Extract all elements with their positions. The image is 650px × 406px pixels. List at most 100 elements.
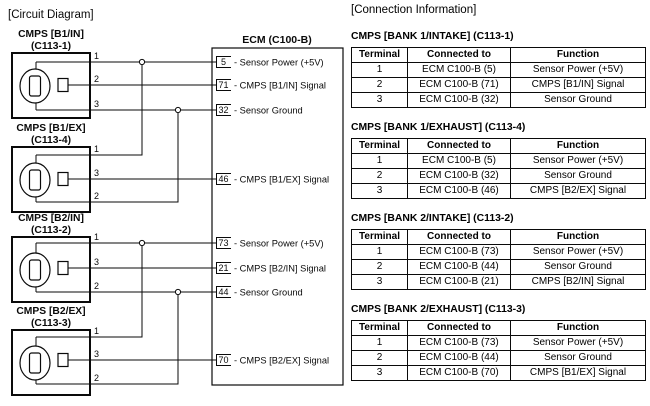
connection-table: Terminal Connected to Function 1 ECM C10… [351,47,646,108]
connector-name: CMPS [B2/EX] [16,306,85,317]
connector-cmps-b1-ex: CMPS [B1/EX] (C113-4) 1 3 2 [11,123,99,213]
ecm-pin-marker [216,286,231,298]
ecm-pin-number: 71 [218,80,228,90]
sensor-symbol-element [28,75,42,97]
table-row: 3 ECM C100-B (21) CMPS [B2/IN] Signal [351,274,646,290]
connector-name: CMPS [B1/EX] [16,123,85,134]
pin-number: 3 [94,99,99,109]
connector-housing [11,329,91,396]
terminal-cell: 2 [351,77,408,93]
pin-number: 1 [94,232,99,242]
connected-to-cell: ECM C100-B (44) [407,350,511,366]
circuit-diagram: [Circuit Diagram] CMPS [B1/IN] (C113-1) … [8,9,344,396]
connection-table-block-bank1-intake: CMPS [BANK 1/INTAKE] (C113-1) Terminal C… [351,31,646,108]
col-header-function: Function [510,229,646,245]
table-row: 2 ECM C100-B (44) Sensor Ground [351,350,646,366]
function-cell: Sensor Ground [510,259,646,275]
connected-to-cell: ECM C100-B (70) [407,365,511,381]
ecm-pin-label: - CMPS [B2/EX] Signal [234,355,329,365]
connector-terminal-symbol [57,352,69,368]
col-header-terminal: Terminal [351,47,408,63]
function-cell: Sensor Power (+5V) [510,153,646,169]
terminal-cell: 1 [351,335,408,351]
ecm-pin-marker [216,79,231,91]
ecm-pin-label: - Sensor Ground [234,287,303,297]
ecm-pin-label: - Sensor Ground [234,105,303,115]
ecm-pin-label: - Sensor Power (+5V) [234,238,324,248]
ecm-pin-label: - CMPS [B1/EX] Signal [234,174,329,184]
table-header-row: Terminal Connected to Function [351,47,646,63]
pin-number: 2 [94,74,99,84]
terminal-cell: 2 [351,168,408,184]
connected-to-cell: ECM C100-B (44) [407,259,511,275]
connector-housing [11,146,91,213]
connected-to-cell: ECM C100-B (21) [407,274,511,290]
connector-housing [11,52,91,119]
table-title: CMPS [BANK 2/EXHAUST] (C113-3) [351,304,526,315]
table-row: 2 ECM C100-B (71) CMPS [B1/IN] Signal [351,77,646,93]
function-cell: Sensor Ground [510,92,646,108]
col-header-function: Function [510,47,646,63]
connector-code: (C113-2) [31,225,71,236]
connector-cmps-b2-in: CMPS [B2/IN] (C113-2) 1 3 2 [11,213,99,303]
terminal-cell: 1 [351,153,408,169]
ecm-pin-marker [216,237,231,249]
connected-to-cell: ECM C100-B (46) [407,183,511,199]
ecm-pin-label: - Sensor Power (+5V) [234,57,324,67]
ecm-pin-marker [216,56,231,68]
circuit-section-title: [Circuit Diagram] [8,9,94,21]
connection-table-block-bank2-intake: CMPS [BANK 2/INTAKE] (C113-2) Terminal C… [351,213,646,290]
table-header-row: Terminal Connected to Function [351,320,646,336]
wiring-harness [36,58,217,385]
junction-dot [174,106,182,114]
table-row: 3 ECM C100-B (46) CMPS [B2/EX] Signal [351,183,646,199]
sensor-symbol-circle [19,345,51,381]
table-row: 1 ECM C100-B (73) Sensor Power (+5V) [351,335,646,351]
connector-name: CMPS [B2/IN] [18,213,84,224]
pin-number: 2 [94,373,99,383]
connector-name: CMPS [B1/IN] [18,29,84,40]
connection-table: Terminal Connected to Function 1 ECM C10… [351,229,646,290]
function-cell: CMPS [B2/IN] Signal [510,274,646,290]
ecm-pin-marker [216,262,231,274]
table-header-row: Terminal Connected to Function [351,138,646,154]
junction-dot [138,239,146,247]
table-header-row: Terminal Connected to Function [351,229,646,245]
pin-number: 3 [94,257,99,267]
connection-information-panel: [Connection Information] CMPS [BANK 1/IN… [351,4,646,395]
connected-to-cell: ECM C100-B (73) [407,335,511,351]
pin-number: 3 [94,168,99,178]
wire [36,62,143,156]
connection-table-block-bank2-exhaust: CMPS [BANK 2/EXHAUST] (C113-3) Terminal … [351,304,646,381]
connection-table: Terminal Connected to Function 1 ECM C10… [351,138,646,199]
junction-dot [138,58,146,66]
ecm-pin-label: - CMPS [B1/IN] Signal [234,80,326,90]
pin-number: 1 [94,326,99,336]
connected-to-cell: ECM C100-B (32) [407,168,511,184]
function-cell: Sensor Power (+5V) [510,62,646,78]
connector-code: (C113-3) [31,318,71,329]
col-header-connected-to: Connected to [407,320,511,336]
connector-terminal-symbol [57,77,69,93]
sensor-symbol-circle [19,68,51,104]
connection-table: Terminal Connected to Function 1 ECM C10… [351,320,646,381]
terminal-cell: 2 [351,259,408,275]
function-cell: Sensor Ground [510,350,646,366]
col-header-function: Function [510,320,646,336]
connected-to-cell: ECM C100-B (32) [407,92,511,108]
function-cell: CMPS [B1/EX] Signal [510,365,646,381]
col-header-connected-to: Connected to [407,47,511,63]
col-header-connected-to: Connected to [407,138,511,154]
connector-terminal-symbol [57,171,69,187]
sensor-symbol-element [28,169,42,191]
col-header-terminal: Terminal [351,320,408,336]
table-row: 3 ECM C100-B (70) CMPS [B1/EX] Signal [351,365,646,381]
col-header-terminal: Terminal [351,229,408,245]
sensor-symbol-element [28,259,42,281]
table-row: 2 ECM C100-B (32) Sensor Ground [351,168,646,184]
table-row: 3 ECM C100-B (32) Sensor Ground [351,92,646,108]
connector-terminal-symbol [57,260,69,276]
table-row: 1 ECM C100-B (5) Sensor Power (+5V) [351,62,646,78]
pin-number: 1 [94,144,99,154]
